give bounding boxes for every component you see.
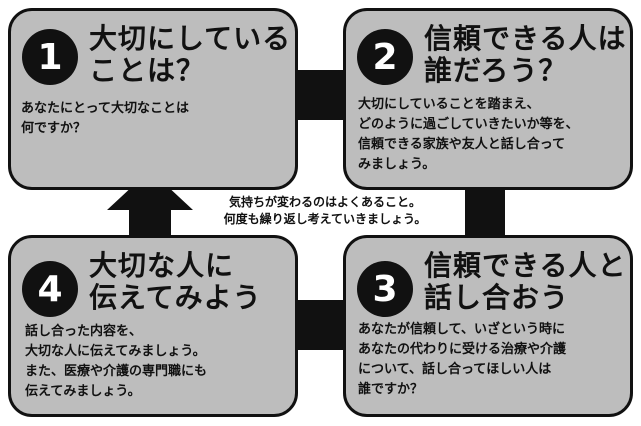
step-1-number-badge: 1 bbox=[22, 29, 78, 85]
step-3-title: 信頼できる人と 話し合おう bbox=[424, 249, 627, 314]
step-1-description: あなたにとって大切なことは 何ですか？ bbox=[21, 101, 189, 136]
step-2-description: 大切にしていることを踏まえ、 どのように過ごしていきたいか等を、 信頼できる家族… bbox=[358, 97, 579, 172]
step-1-title: 大切にしている ことは？ bbox=[89, 22, 292, 87]
connector-3-4 bbox=[298, 300, 348, 350]
step-4-description: 話し合った内容を、 大切な人に伝えてみましょう。 また、医療や介護の専門職にも … bbox=[25, 324, 208, 399]
connector-2-3 bbox=[465, 190, 505, 240]
step-3-number-badge: 3 bbox=[357, 261, 413, 317]
step-2-number-badge: 2 bbox=[357, 29, 413, 85]
step-3-description: あなたが信頼して、いざという時に あなたの代わりに受ける治療や介護 について、話… bbox=[358, 322, 567, 397]
step-4-title: 大切な人に 伝えてみよう bbox=[89, 249, 262, 314]
connector-1-2 bbox=[298, 70, 348, 120]
up-arrow-icon bbox=[107, 170, 193, 240]
step-1-card: 1 大切にしている ことは？ あなたにとって大切なことは 何ですか？ bbox=[8, 8, 298, 190]
step-2-title: 信頼できる人は 誰だろう？ bbox=[424, 22, 627, 87]
step-4-card: 4 大切な人に 伝えてみよう 話し合った内容を、 大切な人に伝えてみましょう。 … bbox=[8, 235, 298, 417]
step-4-number-badge: 4 bbox=[22, 261, 78, 317]
step-3-card: 3 信頼できる人と 話し合おう あなたが信頼して、いざという時に あなたの代わり… bbox=[343, 235, 633, 417]
step-2-card: 2 信頼できる人は 誰だろう？ 大切にしていることを踏まえ、 どのように過ごして… bbox=[343, 8, 633, 190]
center-note: 気持ちが変わるのはよくあること。 何度も繰り返し考えていきましょう。 bbox=[223, 195, 427, 226]
